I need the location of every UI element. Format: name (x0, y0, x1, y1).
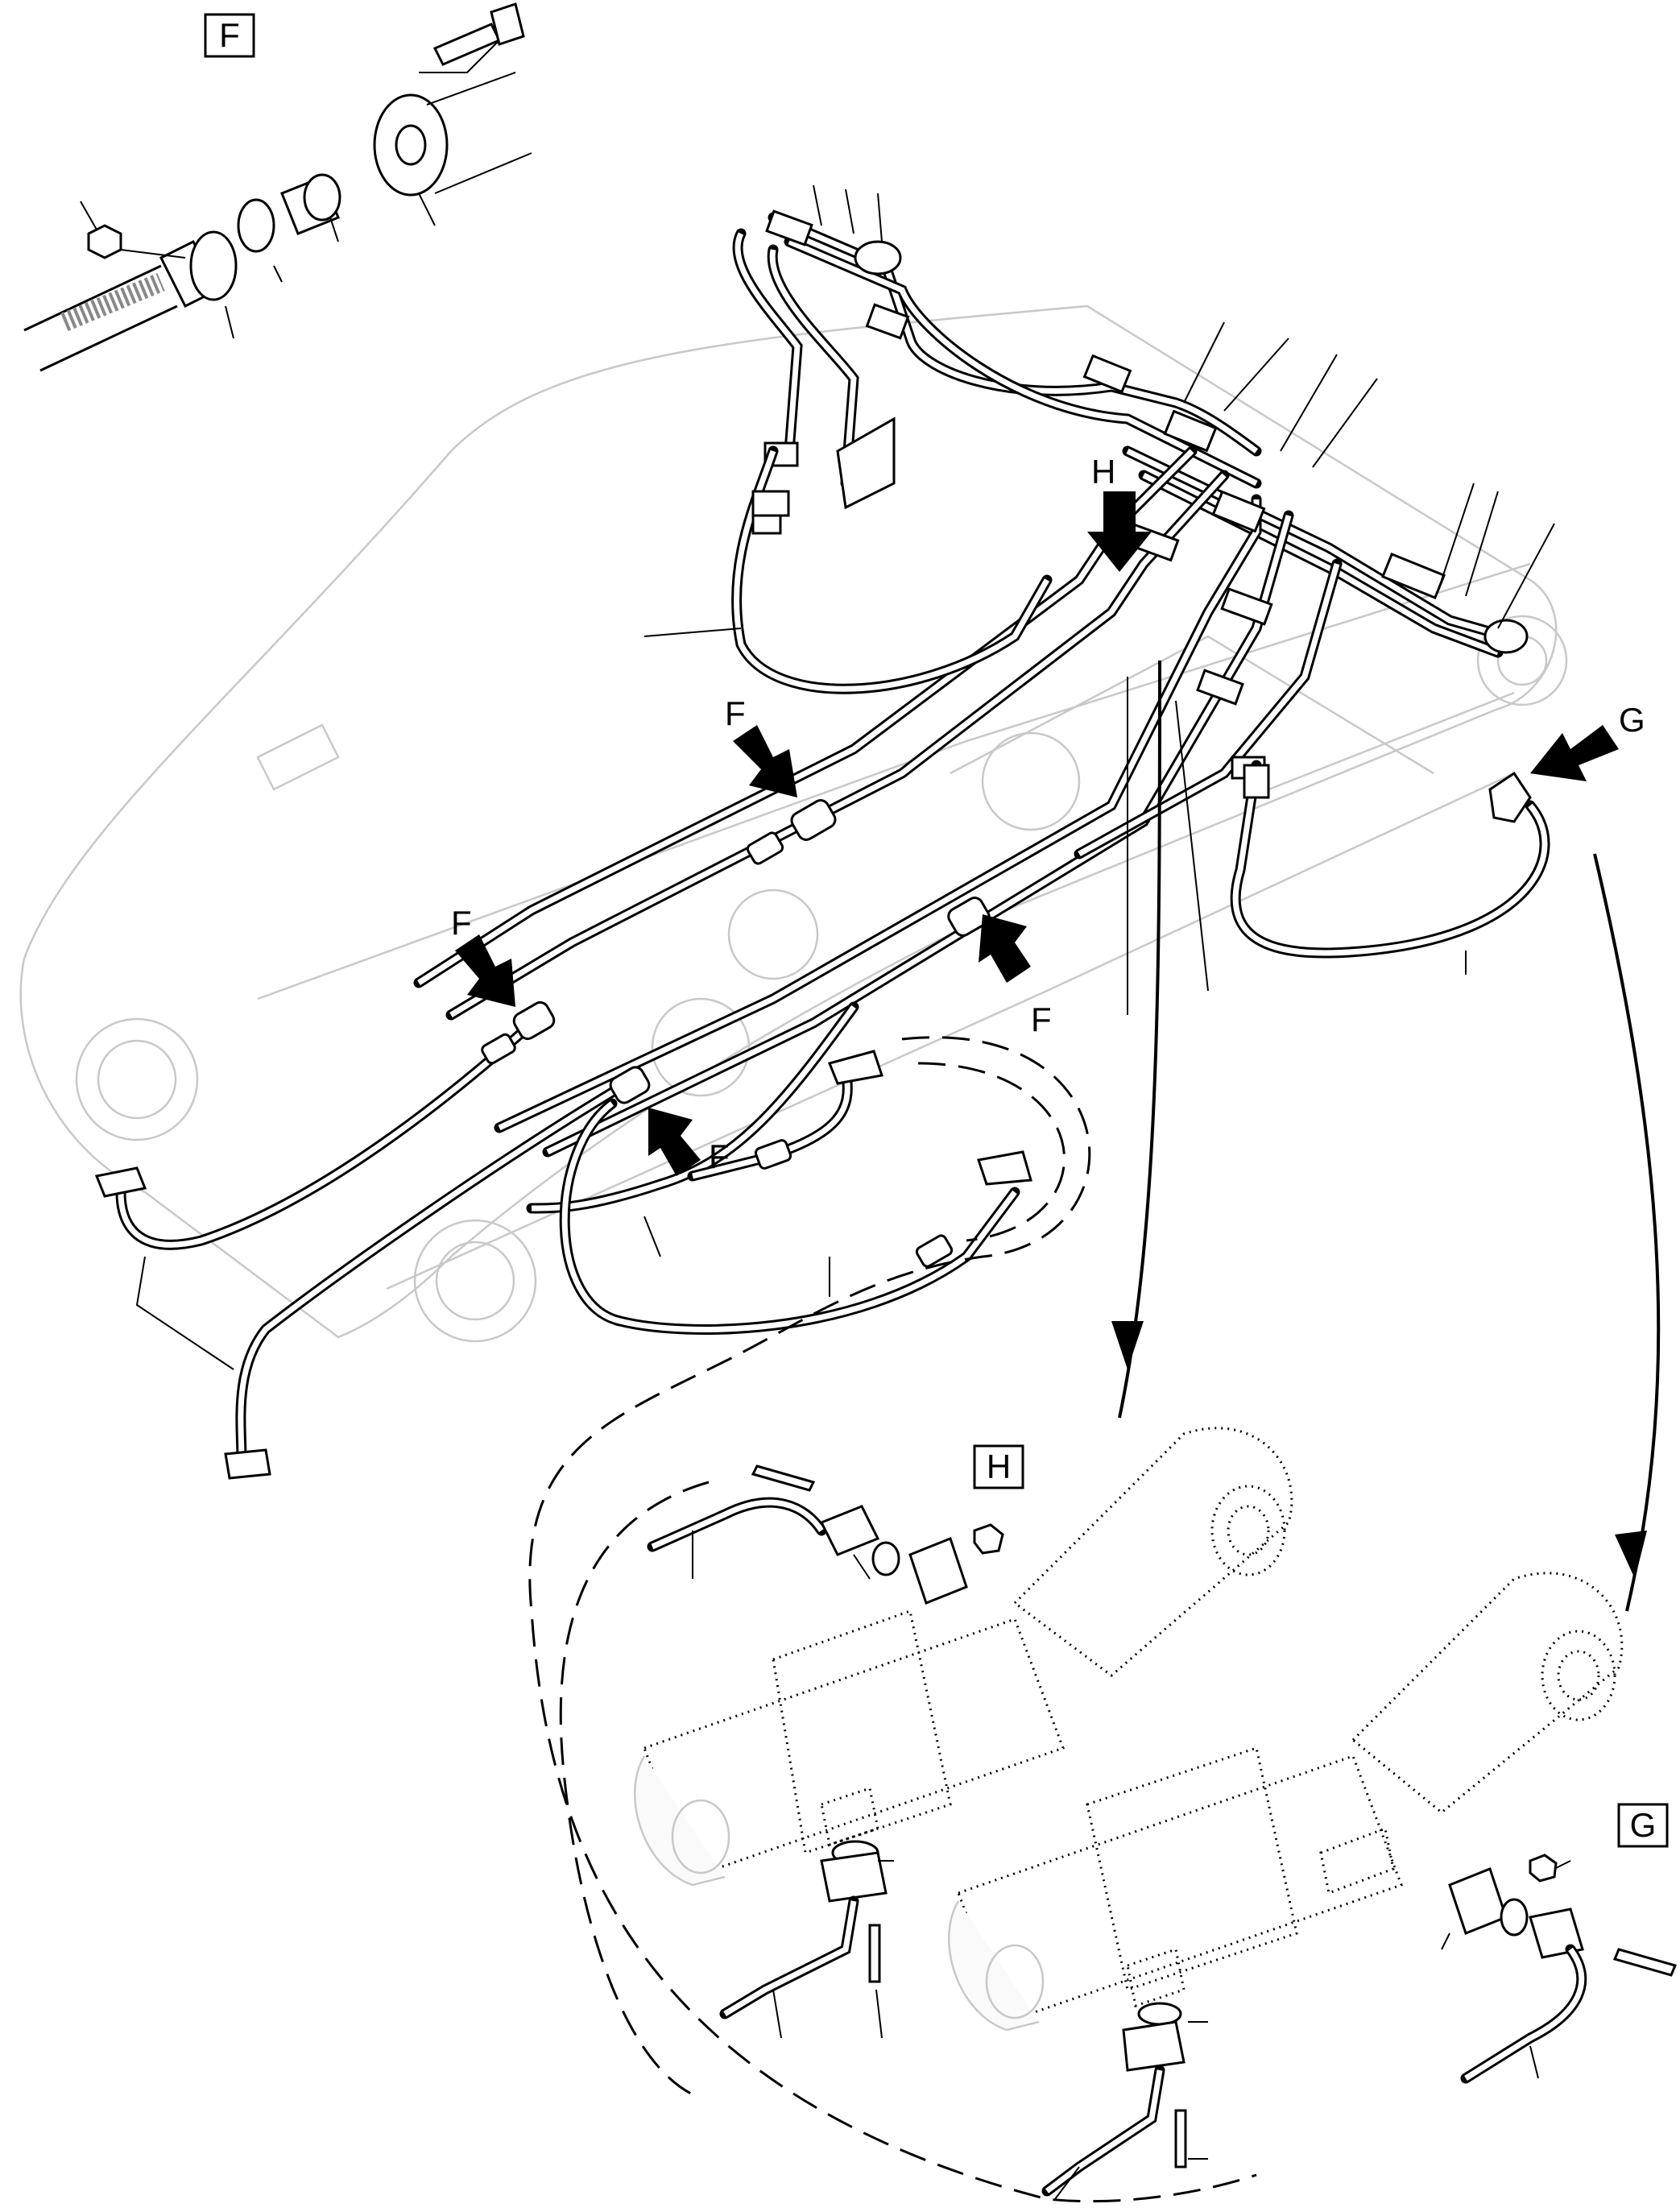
o-ring-icon (871, 1541, 900, 1576)
cylinder-lower (947, 1572, 1624, 2200)
filled-arrow-icon (1087, 491, 1152, 572)
flange-icon (1448, 1867, 1508, 1935)
flange-icon (977, 1150, 1032, 1186)
filled-arrow-icon (455, 934, 515, 1007)
svg-text:G: G (1619, 701, 1645, 739)
detail-h-inset: H (647, 1444, 1024, 1605)
routing-boundary (528, 1036, 1257, 2203)
svg-text:F: F (451, 904, 472, 942)
elbow-fitting (854, 240, 1529, 654)
flange-icon (189, 230, 238, 301)
svg-text:F: F (1031, 1000, 1052, 1038)
top-pipe-bundle (413, 209, 1550, 1158)
flange-icon (908, 1537, 968, 1605)
callout-arrow-f-left: F (451, 904, 515, 1007)
svg-text:F: F (725, 694, 746, 732)
bolt-icon (751, 1464, 816, 1492)
filled-arrow-icon (648, 1108, 701, 1176)
svg-text:H: H (1091, 453, 1115, 491)
detail-box-f (204, 13, 255, 58)
flange-icon (224, 1448, 271, 1480)
lower-hoses (94, 799, 1257, 2203)
detail-label-h: H (987, 1448, 1011, 1485)
callout-arrow-h: H (1087, 453, 1152, 572)
flange-icon (827, 1050, 883, 1085)
nut-icon (87, 224, 122, 259)
part-leaders (135, 184, 1555, 1370)
detail-f-inset: F (23, 2, 532, 372)
filled-arrow-icon (1530, 725, 1619, 781)
filled-arrow-icon (733, 725, 797, 797)
bolt-icon (1612, 1948, 1678, 1977)
o-ring-icon (237, 198, 275, 253)
detail-label-g: G (1630, 1806, 1657, 1844)
bolt-icon (432, 2, 525, 66)
flange-icon (819, 1505, 880, 1556)
callout-arrow-g: G (1530, 701, 1645, 781)
detail-label-f: F (219, 16, 240, 54)
plug-icon (1529, 1854, 1558, 1883)
flange-icon (1488, 771, 1532, 823)
cylinder-upper (633, 1427, 1293, 2039)
svg-text:F: F (709, 1137, 730, 1175)
plug-icon (973, 1523, 1004, 1555)
bolt-icon (868, 1924, 881, 1983)
detail-g-inset: G (1319, 1803, 1678, 2084)
valve-block (836, 416, 896, 510)
flange-icon (94, 1166, 147, 1198)
o-ring-icon (1500, 1898, 1529, 1937)
callout-arrow-f-upper: F (725, 694, 797, 797)
detail-box-g (1617, 1803, 1669, 1848)
boom-ghost-outline (19, 304, 1568, 1343)
flange-icon (1122, 2020, 1186, 2072)
bolt-icon (1174, 2109, 1187, 2169)
detail-box-h (973, 1444, 1024, 1489)
callout-arrow-f-right: F (979, 914, 1052, 1038)
flange-icon (820, 1851, 888, 1903)
filled-arrow-icon (979, 914, 1031, 983)
callout-arrow-f-lower: F (648, 1108, 730, 1176)
